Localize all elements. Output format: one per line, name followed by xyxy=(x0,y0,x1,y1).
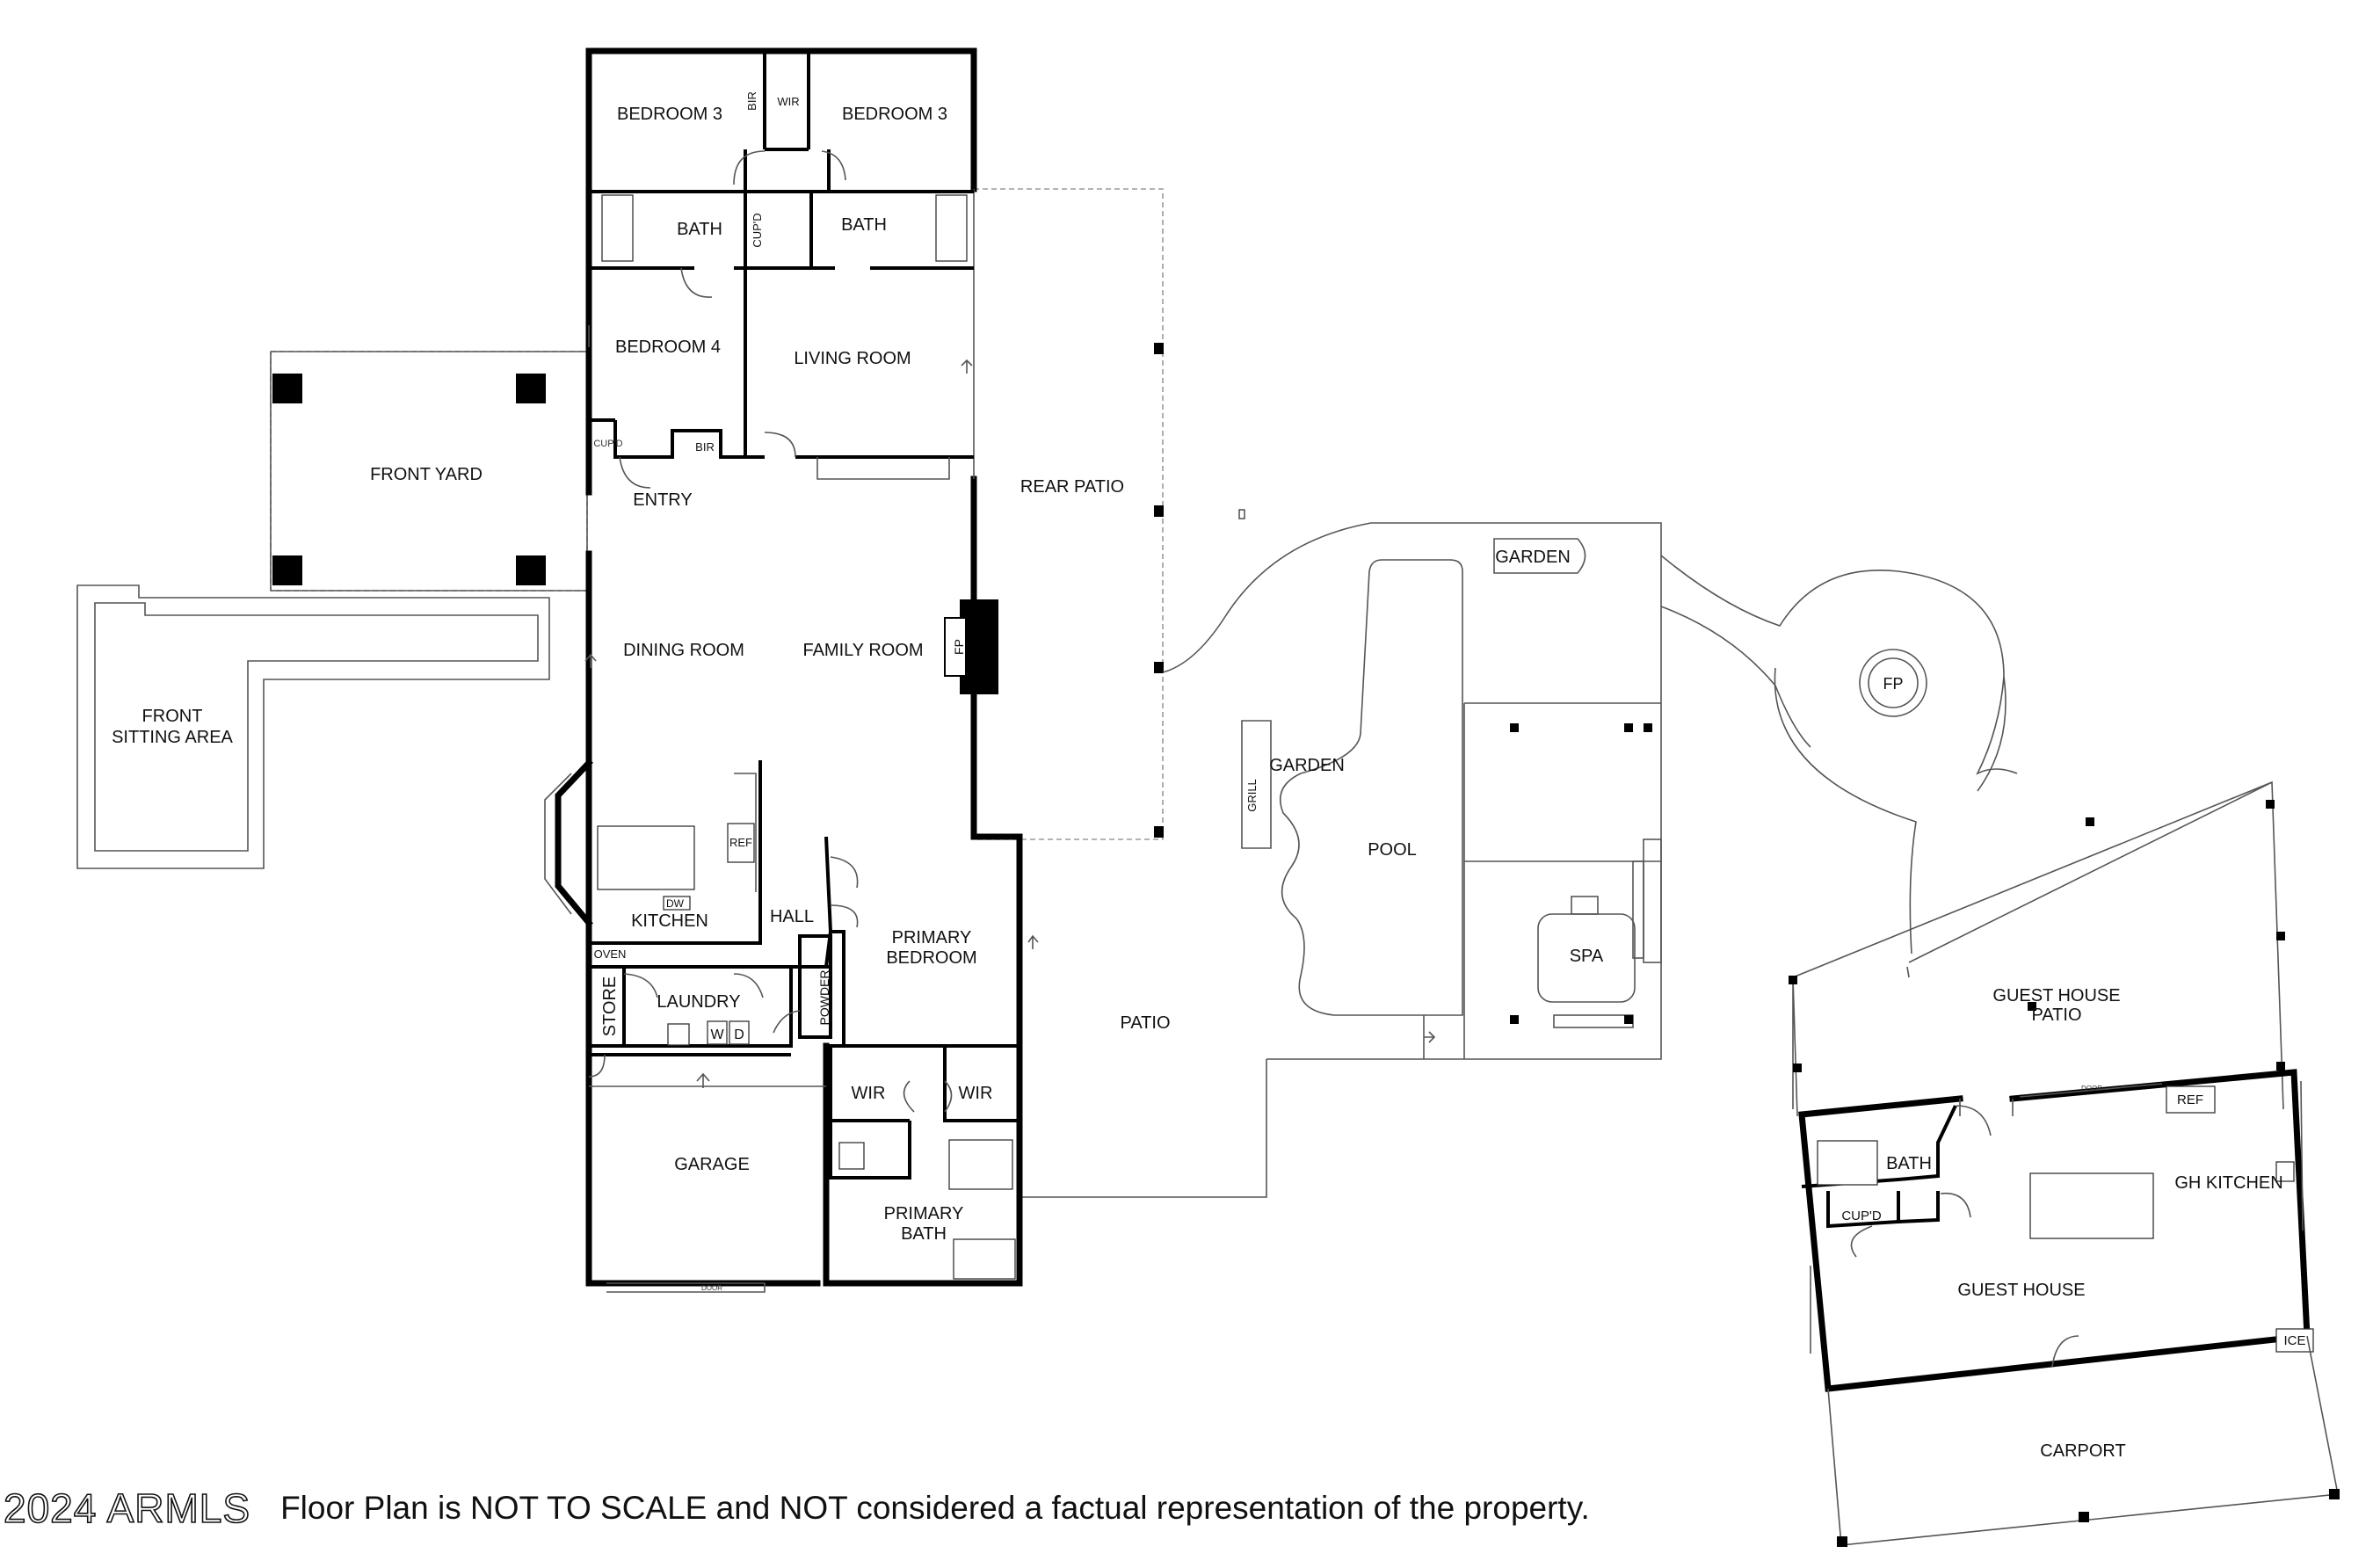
label-wir-top: WIR xyxy=(777,95,799,108)
label-ice: ICE xyxy=(2283,1333,2305,1348)
fire-pit xyxy=(1859,649,1927,717)
label-cupd-mid: CUP'D xyxy=(751,213,764,247)
guest-house-patio xyxy=(1792,780,2284,1117)
label-powder: POWDER xyxy=(817,970,831,1026)
label-bath-gh: BATH xyxy=(1886,1154,1932,1173)
label-primary-bedroom-line2: BEDROOM xyxy=(886,948,976,968)
label-bir-bed4: BIR xyxy=(695,440,715,454)
label-ref-gh: REF xyxy=(2177,1093,2203,1107)
label-dining-room: DINING ROOM xyxy=(623,641,744,660)
label-rear-patio: REAR PATIO xyxy=(1020,477,1124,497)
label-ref-main: REF xyxy=(729,836,752,849)
pool-deck xyxy=(1162,522,1662,1060)
label-wir-right: WIR xyxy=(959,1084,993,1103)
label-pool: POOL xyxy=(1368,840,1417,860)
label-bedroom3-right: BEDROOM 3 xyxy=(842,105,947,124)
label-garden-top: GARDEN xyxy=(1495,548,1571,567)
label-guest-house-patio-line1: GUEST HOUSE xyxy=(1992,986,2120,1005)
label-front-yard: FRONT YARD xyxy=(370,465,483,484)
pergola-post xyxy=(516,555,546,585)
label-dw: DW xyxy=(666,897,685,910)
label-gh-kitchen: GH KITCHEN xyxy=(2174,1173,2282,1193)
front-sitting-area-outline xyxy=(76,584,550,869)
label-front-sitting-line2: SITTING AREA xyxy=(112,728,233,747)
copyright-watermark: 2024 ARMLS xyxy=(3,1485,251,1532)
label-spa: SPA xyxy=(1570,947,1604,966)
rear-patio-outline xyxy=(974,188,1164,840)
label-store: STORE xyxy=(600,976,620,1037)
label-front-sitting-line1: FRONT xyxy=(142,707,203,726)
label-bedroom4: BEDROOM 4 xyxy=(615,338,721,357)
label-washer: W xyxy=(710,1027,724,1042)
label-garden-left: GARDEN xyxy=(1269,756,1345,775)
label-hall: HALL xyxy=(770,907,814,926)
label-guest-house: GUEST HOUSE xyxy=(1957,1281,2085,1300)
label-carport: CARPORT xyxy=(2040,1441,2125,1461)
label-door-garage: DOOR xyxy=(701,1284,722,1292)
label-guest-house-patio-line2: PATIO xyxy=(2031,1005,2081,1025)
pergola-post xyxy=(272,555,302,585)
label-dryer: D xyxy=(734,1027,744,1042)
label-family-room: FAMILY ROOM xyxy=(802,641,923,660)
pergola-post xyxy=(272,374,302,403)
label-primary-bedroom-line1: PRIMARY xyxy=(892,928,972,947)
label-kitchen: KITCHEN xyxy=(631,911,708,931)
label-cupd-gh: CUP'D xyxy=(1841,1209,1882,1223)
label-garage: GARAGE xyxy=(674,1155,750,1174)
label-bath-left: BATH xyxy=(677,220,722,239)
label-door-gh: DOOR xyxy=(2081,1085,2102,1093)
label-primary-bath-line1: PRIMARY xyxy=(884,1204,964,1223)
label-laundry: LAUNDRY xyxy=(657,992,740,1012)
label-fp-yard: FP xyxy=(1883,675,1903,693)
fire-pit-path xyxy=(1660,555,2018,775)
carport-outline xyxy=(1827,1335,2339,1546)
pool xyxy=(1279,559,1463,1016)
label-bath-right: BATH xyxy=(841,215,887,235)
disclaimer-text: Floor Plan is NOT TO SCALE and NOT consi… xyxy=(280,1490,1590,1526)
label-primary-bath-line2: BATH xyxy=(901,1224,947,1244)
label-patio: PATIO xyxy=(1120,1013,1170,1033)
pergola-post xyxy=(516,374,546,403)
label-bedroom3-left: BEDROOM 3 xyxy=(617,105,722,124)
label-oven: OVEN xyxy=(594,947,627,961)
label-cupd-small: CUP'D xyxy=(593,439,622,449)
label-grill: GRILL xyxy=(1245,779,1259,812)
garden-top xyxy=(1493,538,1586,574)
main-house-exterior-walls xyxy=(585,47,977,496)
label-living-room: LIVING ROOM xyxy=(794,349,911,368)
label-entry: ENTRY xyxy=(633,490,692,510)
label-fp-main: FP xyxy=(952,639,966,655)
footer: 2024 ARMLS Floor Plan is NOT TO SCALE an… xyxy=(3,1482,1590,1535)
label-bir-top: BIR xyxy=(745,91,758,111)
label-wir-left: WIR xyxy=(852,1084,886,1103)
